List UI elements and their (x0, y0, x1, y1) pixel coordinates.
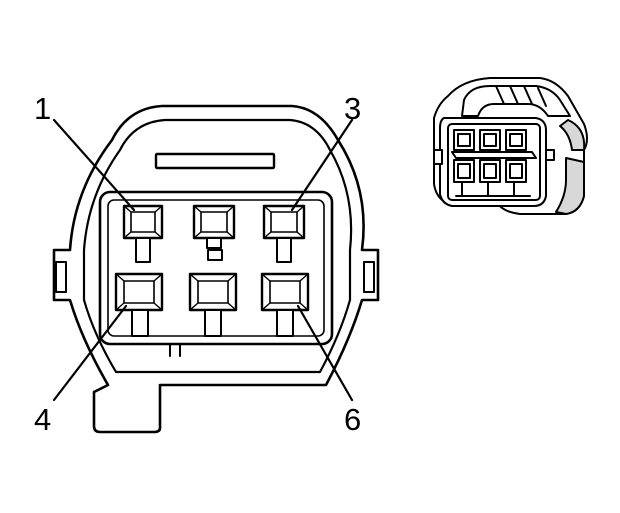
side-tab-left (55, 261, 67, 293)
housing-inner (82, 118, 353, 374)
terminal-pin-1 (122, 204, 164, 263)
leader-lines (52, 118, 354, 402)
connector-isometric-view (433, 77, 588, 215)
terminal-pin-3 (262, 204, 306, 263)
terminal-pin-2 (192, 204, 236, 249)
terminal-pin-5 (188, 272, 238, 337)
terminal-pin-6 (260, 272, 310, 337)
key-slot (154, 152, 276, 170)
leader-pin-3 (290, 118, 354, 212)
connector-face (52, 104, 380, 434)
leader-pin-4 (52, 304, 128, 402)
pin-label-3: 3 (344, 91, 362, 126)
center-notch (207, 249, 223, 261)
leader-pin-1 (52, 118, 136, 212)
pin-label-1: 1 (34, 91, 52, 126)
terminal-pin-4 (114, 272, 164, 337)
side-tab-right (363, 261, 375, 293)
pin-label-6: 6 (344, 402, 362, 437)
pin-label-4: 4 (34, 402, 52, 437)
leader-pin-6 (296, 304, 354, 402)
